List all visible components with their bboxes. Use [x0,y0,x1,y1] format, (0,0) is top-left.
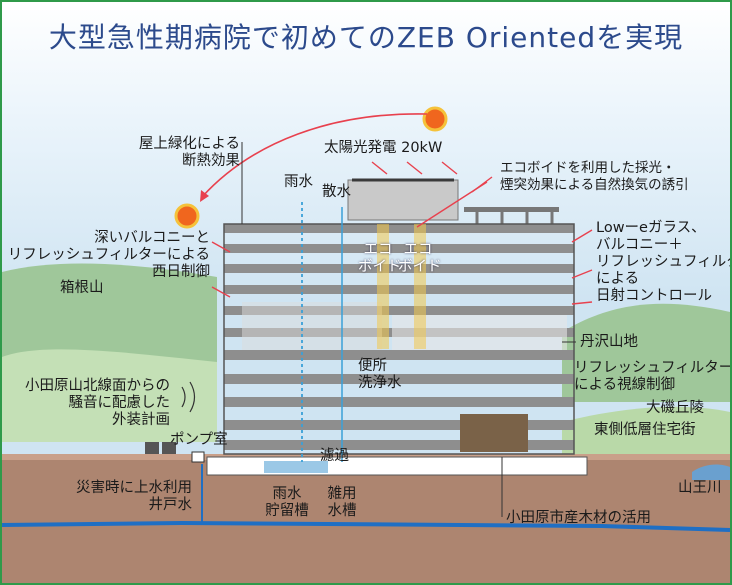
tanzawa-mountain [562,303,730,402]
car-icon [145,442,159,454]
balcony-label: 深いバルコニーとリフレッシュフィルターによる西日制御 [7,230,210,280]
solar-label: 太陽光発電 20kW [324,140,443,156]
hakone-mountain [2,263,217,362]
oiso-label: 大磯丘陵 [646,400,704,416]
ground [2,459,730,583]
car-icon [162,442,176,454]
pump-room-box [191,451,205,463]
rain-tank [264,461,328,473]
timber-area [460,414,528,452]
rooftop-machine-room [347,179,459,221]
sun-arc-arrow [201,113,428,198]
rooftop-greening-label: 屋上緑化による断熱効果 [138,136,240,169]
river-line [2,520,730,532]
rainwater-label: 雨水 [284,174,313,190]
lowe-label: Lowーeガラス、バルコニー＋リフレッシュフィルターによる日射コントロール [596,220,730,304]
sun-icon [174,203,200,229]
disaster-well-label: 災害時に上水利用井戸水 [76,480,192,513]
page-title: 大型急性期病院で初めてのZEB Orientedを実現 [48,21,684,54]
ecovoid-label: エコボイドを利用した採光・煙突効果による自然換気の誘引 [500,160,689,193]
timber-label: 小田原市産木材の活用 [506,510,651,526]
sun-icon [422,106,448,132]
east-housing-label: 東側低層住宅街 [594,422,696,438]
pump-room-label: ポンプ室 [170,432,228,448]
oiso-hills [562,406,730,462]
eco-void-label: エコボイド [398,242,442,275]
noise-wave-icon [181,386,186,408]
filtration-label: 濾過 [320,448,349,464]
left-hill [2,349,217,442]
eco-void [414,224,426,349]
toilet-label: 便所洗浄水 [358,358,402,391]
noise-label: 小田原山北線面からの騒音に配慮した外装計画 [25,378,170,428]
eco-void-label: エコボイド [358,242,402,275]
hakone-label: 箱根山 [60,280,104,296]
tanzawa-label: 丹沢山地 [580,334,638,350]
refresh-filter-label: リフレッシュフィルターによる視線制御 [574,360,732,393]
rain-tank-label: 雨水貯留槽 [265,486,309,519]
sprinkling-label: 散水 [322,184,351,200]
eco-void [377,224,389,349]
misc-tank-label: 雑用水槽 [327,486,357,519]
yamaou-river-label: 山王川 [678,480,722,496]
